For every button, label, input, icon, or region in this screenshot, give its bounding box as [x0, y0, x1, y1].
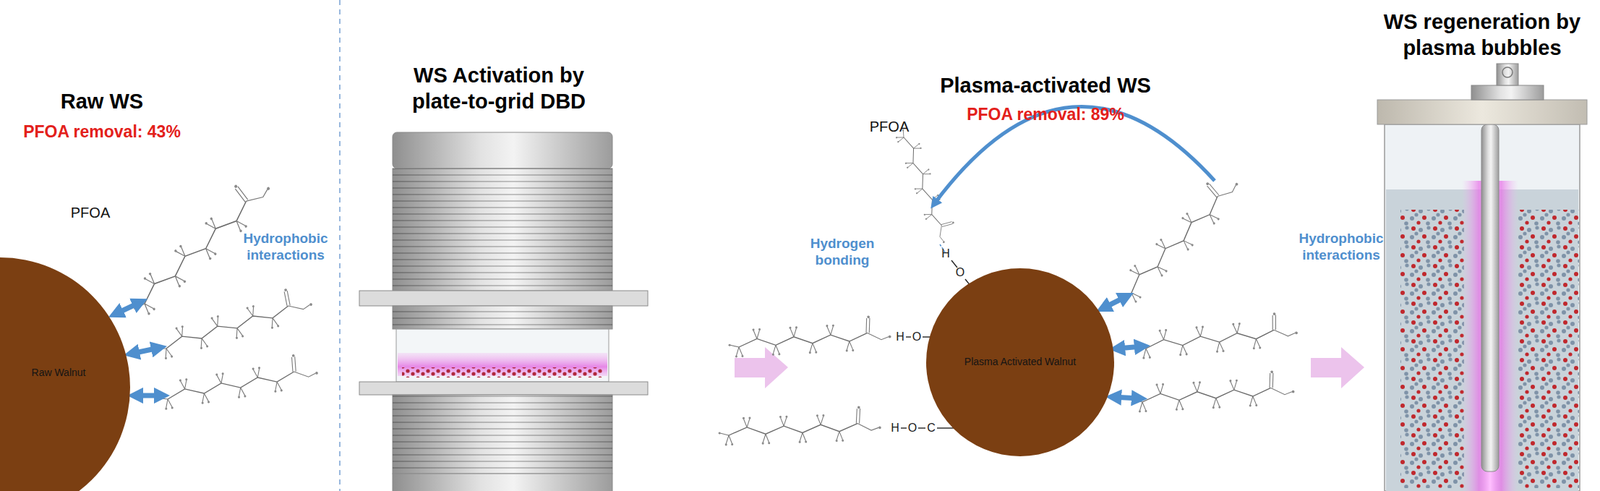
reactor-lid [1377, 99, 1587, 125]
bond-line [905, 336, 911, 337]
reactor-grooves [392, 305, 613, 329]
pfoa-molecule [1130, 369, 1295, 413]
electrode-plate [359, 290, 648, 306]
atom-symbol: O [952, 265, 968, 280]
interaction-arrow [1117, 346, 1143, 349]
reactor-cap [392, 132, 613, 169]
electrode-knob [1496, 63, 1519, 86]
bond-line [937, 427, 955, 429]
walnut-particle: Raw Walnut [0, 257, 131, 491]
glass-vessel [1384, 124, 1580, 491]
atom-symbol: O [905, 420, 920, 436]
knob-ring [1502, 67, 1513, 78]
interaction-arrow [1113, 396, 1140, 399]
interaction-arrow [115, 302, 141, 314]
panel-title: WS Activation by plate-to-grid DBD [394, 62, 604, 115]
particle-label: Plasma Activated Walnut [944, 354, 1097, 369]
pfoa-molecule [727, 314, 892, 358]
process-arrow [1310, 347, 1365, 389]
panel-divider [339, 0, 341, 491]
interaction-label: Hydrophobic interactions [1292, 229, 1390, 264]
molecule-name: PFOA [61, 203, 120, 222]
glass-gap [396, 328, 609, 382]
atom-symbol: H [938, 246, 953, 262]
panel-title: Raw WS [29, 88, 175, 115]
process-arrow [734, 347, 789, 389]
atom-symbol: O [909, 329, 924, 345]
walnut-shell-particles [401, 367, 603, 378]
pfoa-molecule [1133, 310, 1300, 361]
walnut-particle: Plasma Activated Walnut [926, 268, 1115, 457]
interaction-label: Hydrophobic interactions [234, 229, 337, 264]
molecule-name: PFOA [860, 117, 919, 136]
atom-symbol: H [887, 420, 903, 436]
reactor-body [392, 168, 613, 291]
reactor-grooves [392, 168, 613, 291]
panel-title: WS regeneration by plasma bubbles [1370, 8, 1595, 61]
reactor-grooves [392, 394, 613, 474]
bond-line [918, 427, 926, 429]
reactor-base [392, 473, 613, 491]
removal-value: PFOA removal: 43% [15, 121, 189, 142]
particle-label: Raw Walnut [4, 365, 113, 379]
lid-fitting [1471, 85, 1544, 100]
interaction-arrow [135, 393, 162, 399]
interaction-arrow [1103, 296, 1127, 308]
electrode-plate [359, 381, 648, 395]
pfoa-molecule [149, 282, 316, 362]
panel-title: Plasma-activated WS [937, 72, 1154, 99]
pfoa-molecule [153, 350, 321, 411]
plasma-bubble-reactor [1377, 63, 1587, 491]
pfoa-molecule [717, 404, 883, 446]
reactor-body [392, 394, 613, 474]
atom-symbol: C [923, 420, 939, 436]
reactor-body [392, 305, 613, 329]
plasma-bubbles [1518, 209, 1580, 489]
dbd-reactor [359, 132, 648, 491]
interaction-arrow [131, 347, 160, 354]
pfoa-molecule [1106, 167, 1248, 308]
atom-symbol: H [892, 329, 908, 345]
removal-value: PFOA removal: 89% [958, 104, 1133, 125]
electrode-rod [1481, 124, 1499, 472]
bond-line [900, 427, 907, 429]
plasma-bubbles [1400, 209, 1465, 489]
interaction-label: Hydrogen bonding [798, 234, 886, 269]
